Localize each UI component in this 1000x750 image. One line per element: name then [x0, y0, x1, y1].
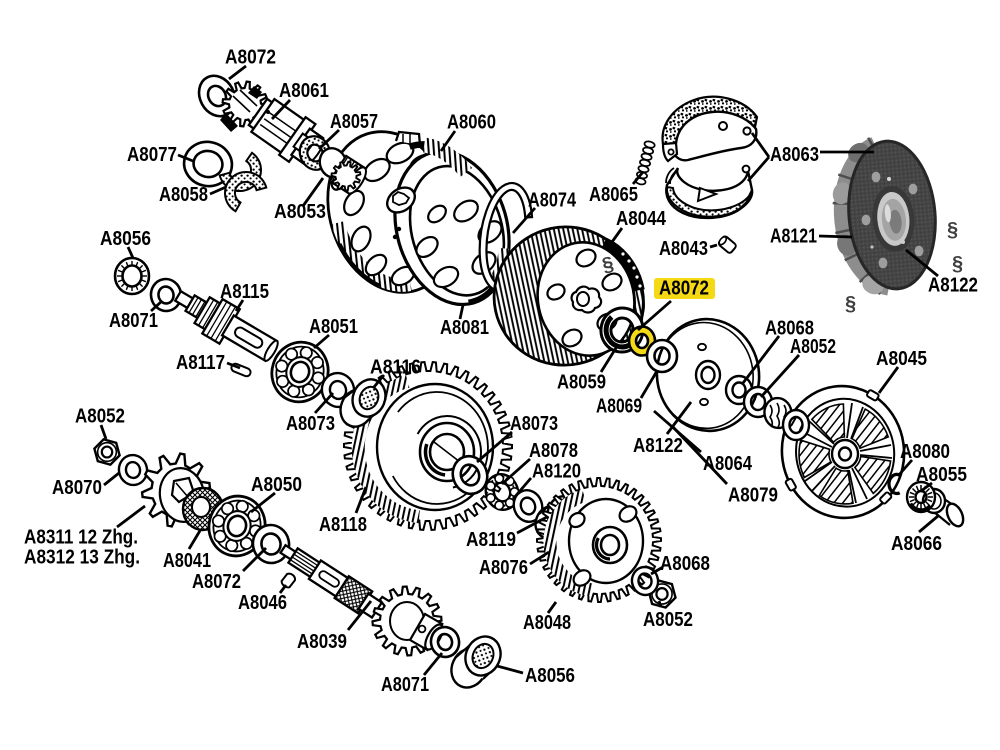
- svg-text:A8050: A8050: [251, 474, 302, 496]
- svg-text:A8121: A8121: [770, 226, 817, 248]
- svg-text:A8052: A8052: [790, 336, 836, 358]
- svg-text:A8046: A8046: [238, 592, 287, 614]
- svg-text:A8072: A8072: [659, 278, 709, 300]
- svg-text:A8053: A8053: [274, 201, 326, 223]
- svg-text:A8312 13 Zhg.: A8312 13 Zhg.: [24, 547, 140, 569]
- svg-text:A8069: A8069: [596, 396, 642, 418]
- svg-text:A8120: A8120: [532, 461, 581, 483]
- svg-text:A8060: A8060: [447, 112, 496, 134]
- svg-text:A8056: A8056: [525, 665, 575, 687]
- svg-text:A8043: A8043: [659, 238, 708, 260]
- svg-text:A8052: A8052: [75, 406, 125, 428]
- svg-text:A8071: A8071: [109, 310, 158, 332]
- svg-text:A8077: A8077: [127, 144, 177, 166]
- svg-text:A8059: A8059: [557, 372, 606, 394]
- svg-text:A8080: A8080: [900, 441, 950, 463]
- svg-text:A8119: A8119: [466, 529, 516, 551]
- svg-text:A8045: A8045: [876, 348, 927, 370]
- svg-text:A8063: A8063: [770, 144, 819, 166]
- svg-text:A8081: A8081: [440, 317, 489, 339]
- svg-text:A8055: A8055: [916, 464, 967, 486]
- svg-text:A8122: A8122: [633, 435, 683, 457]
- svg-text:A8073: A8073: [286, 413, 335, 435]
- svg-text:A8117: A8117: [176, 352, 225, 374]
- svg-text:§: §: [600, 253, 616, 277]
- svg-text:A8041: A8041: [163, 550, 211, 572]
- svg-text:A8052: A8052: [643, 609, 693, 631]
- svg-text:A8122: A8122: [928, 275, 978, 297]
- svg-text:A8072: A8072: [192, 571, 241, 593]
- svg-text:A8051: A8051: [309, 316, 358, 338]
- svg-text:§: §: [947, 219, 958, 241]
- svg-text:§: §: [845, 293, 856, 315]
- svg-text:A8078: A8078: [529, 440, 578, 462]
- svg-text:A8068: A8068: [765, 318, 814, 340]
- svg-text:A8066: A8066: [891, 533, 942, 555]
- svg-text:A8074: A8074: [528, 190, 577, 212]
- svg-text:A8061: A8061: [279, 80, 329, 102]
- svg-text:A8073: A8073: [510, 413, 558, 435]
- svg-text:A8118: A8118: [319, 514, 367, 536]
- svg-text:A8311 12 Zhg.: A8311 12 Zhg.: [24, 527, 138, 549]
- svg-text:A8115: A8115: [220, 281, 269, 303]
- svg-text:A8039: A8039: [297, 631, 347, 653]
- svg-text:A8064: A8064: [703, 453, 753, 475]
- svg-text:A8065: A8065: [589, 184, 638, 206]
- svg-text:A8072: A8072: [225, 47, 276, 69]
- svg-text:A8068: A8068: [660, 553, 710, 575]
- svg-text:A8076: A8076: [479, 557, 528, 579]
- svg-text:A8048: A8048: [523, 612, 571, 634]
- svg-text:A8044: A8044: [616, 208, 667, 230]
- svg-text:A8058: A8058: [159, 184, 208, 206]
- svg-text:A8071: A8071: [381, 674, 429, 696]
- svg-text:A8116: A8116: [370, 357, 421, 379]
- svg-text:A8056: A8056: [100, 228, 151, 250]
- svg-text:A8079: A8079: [728, 485, 778, 507]
- svg-text:A8057: A8057: [330, 111, 378, 133]
- svg-text:A8070: A8070: [52, 477, 102, 499]
- svg-text:§: §: [952, 253, 963, 275]
